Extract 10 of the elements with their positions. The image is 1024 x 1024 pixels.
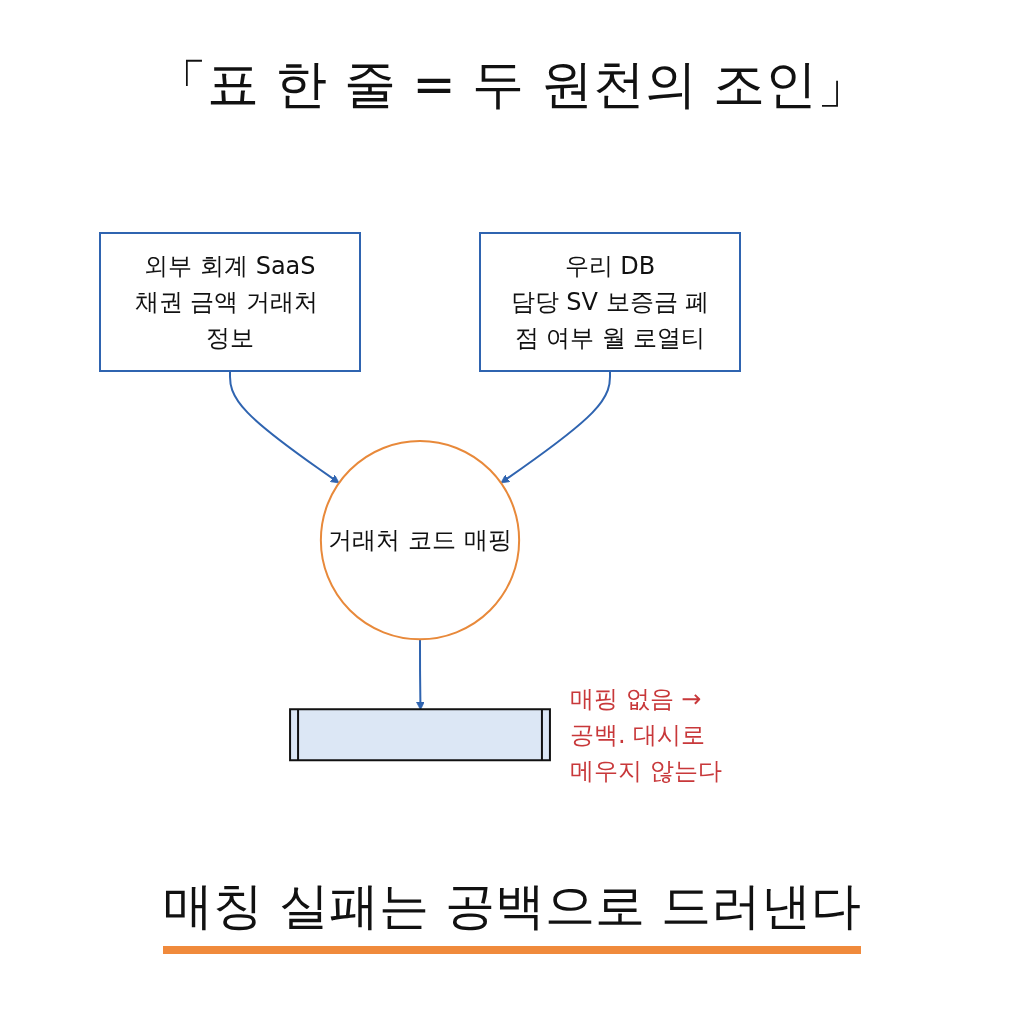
node-circle: 거래처 코드 매핑 [319,439,521,641]
arrow [229,369,340,484]
node-bar [289,708,551,762]
arrow [416,638,425,710]
arrow [500,369,611,484]
node-box: 외부 회계 SaaS 채권 금액 거래처 정보 [99,231,361,372]
title: 「표 한 줄 = 두 원천의 조인」 [154,53,870,116]
note-text: 매핑 없음 → 공백. 대시로 메우지 않는다 [569,683,723,787]
node-box: 우리 DB 담당 SV 보증금 폐점 여부 월 로열티 [479,231,741,372]
caption: 매칭 실패는 공백으로 드러낸다 [163,873,861,954]
